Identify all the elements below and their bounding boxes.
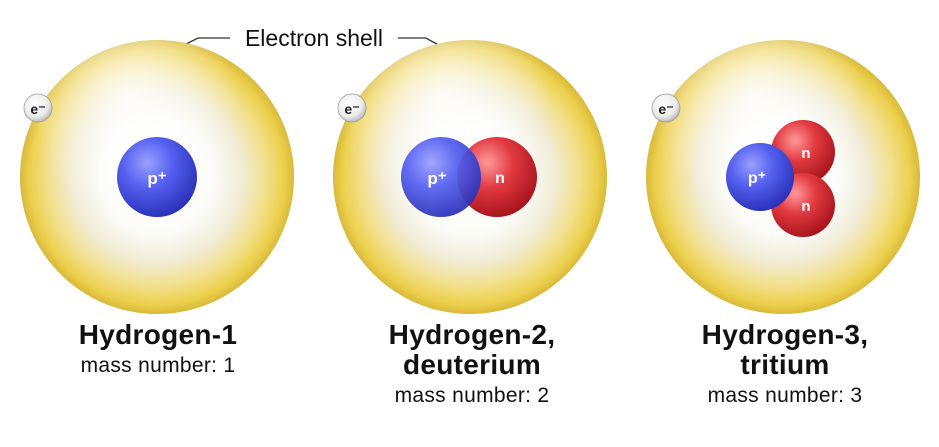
callout-line-right	[398, 37, 443, 48]
electron-label: e⁻	[658, 101, 673, 117]
proton	[726, 143, 794, 211]
electron-label: e⁻	[30, 101, 45, 117]
neutron-top-label: n	[801, 145, 810, 162]
isotope-name: Hydrogen-1	[78, 319, 238, 350]
mass-number: mass number: 2	[394, 384, 550, 407]
callout-label: Electron shell	[245, 25, 383, 51]
atom-hydrogen-1: p⁺ e⁻	[20, 40, 294, 314]
electron-shell-callout: Electron shell	[179, 25, 443, 51]
mass-number: mass number: 3	[707, 384, 863, 407]
atom-hydrogen-2: p⁺ n e⁻	[333, 40, 607, 314]
caption-hydrogen-3: Hydrogen-3, tritium mass number: 3	[635, 320, 935, 409]
mass-number: mass number: 1	[80, 354, 236, 377]
proton	[117, 137, 197, 217]
isotope-common-name: deuterium	[402, 349, 542, 380]
neutron-label: n	[495, 170, 505, 187]
electron	[23, 93, 53, 123]
proton-label: p⁺	[427, 169, 446, 188]
proton	[401, 137, 481, 217]
neutron-bottom-label: n	[801, 198, 810, 215]
caption-hydrogen-2: Hydrogen-2, deuterium mass number: 2	[322, 320, 622, 409]
atom-hydrogen-3: p⁺ n n e⁻	[646, 40, 920, 314]
proton-label: p⁺	[748, 170, 766, 187]
isotope-name: Hydrogen-2,	[388, 319, 556, 350]
caption-hydrogen-1: Hydrogen-1 mass number: 1	[8, 320, 308, 379]
isotope-common-name: tritium	[740, 349, 830, 380]
electron-label: e⁻	[344, 101, 359, 117]
isotope-name: Hydrogen-3,	[701, 319, 869, 350]
electron	[651, 93, 681, 123]
proton-label: p⁺	[147, 169, 166, 188]
electron	[337, 93, 367, 123]
neutron	[457, 137, 537, 217]
